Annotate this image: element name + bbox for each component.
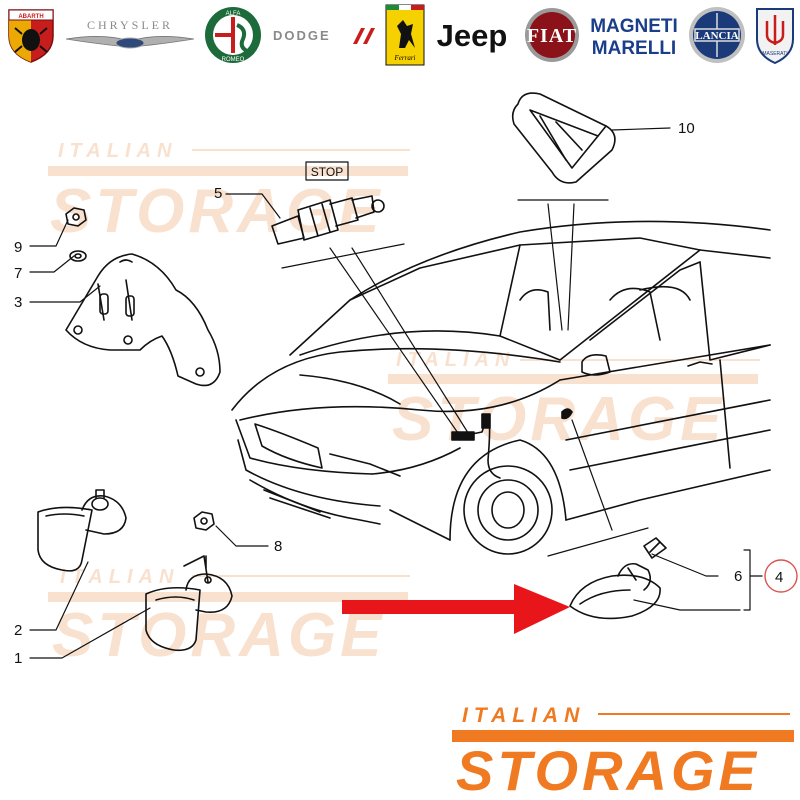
callout-5: 5: [214, 185, 222, 202]
jeep-text: Jeep: [437, 18, 508, 53]
maserati-logo: MASERATI: [752, 6, 798, 65]
part-1-horn: [145, 555, 233, 652]
callout-4: 4: [775, 569, 783, 586]
callout-1: 1: [14, 650, 22, 667]
part-9-nut: [65, 207, 87, 227]
stop-label: STOP: [311, 165, 343, 179]
fiat-logo: FIAT: [522, 6, 582, 64]
ferrari-text: Ferrari: [394, 54, 416, 62]
watermark-small-text: ITALIAN: [58, 140, 177, 162]
watermark-small-text: ITALIAN: [396, 349, 515, 371]
callout-3: 3: [14, 294, 22, 311]
fiat-text: FIAT: [527, 25, 577, 47]
part-5-stop-switch: [271, 195, 385, 245]
callout-7: 7: [14, 265, 22, 282]
part-3-bracket: [65, 253, 221, 387]
alfa-text: ALFA: [226, 11, 241, 17]
footer-logo: ITALIAN STORAGE: [452, 704, 794, 800]
marelli-text: MARELLI: [592, 38, 676, 59]
brand-logo-strip: ABARTH CHRYSLER ALFA ROMEO DODGE: [0, 0, 800, 70]
abarth-logo: ABARTH: [2, 6, 60, 64]
abarth-text: ABARTH: [18, 14, 43, 20]
jeep-logo: Jeep: [428, 6, 516, 64]
watermark-top-left: ITALIAN STORAGE: [48, 140, 410, 246]
callout-10: 10: [678, 120, 695, 137]
magneti-text: MAGNETI: [590, 16, 678, 37]
magneti-marelli-logo: MAGNETI MARELLI: [588, 6, 680, 64]
leader-lines: [29, 127, 763, 659]
callout-2: 2: [14, 622, 22, 639]
part-4-side-repeater: [569, 562, 661, 620]
callout-9: 9: [14, 239, 22, 256]
lancia-text: LANCIA: [695, 30, 738, 42]
lancia-logo: LANCIA: [684, 6, 750, 64]
watermark-large-text: STORAGE: [392, 385, 725, 454]
chrysler-text: CHRYSLER: [86, 18, 172, 32]
maserati-text: MASERATI: [762, 51, 787, 57]
ferrari-logo: Ferrari: [383, 4, 427, 66]
dodge-logo: DODGE: [268, 6, 378, 64]
stop-label-box: [305, 161, 349, 181]
chrysler-logo: CHRYSLER: [62, 6, 197, 64]
dodge-text: DODGE: [273, 28, 331, 43]
part-10-cover: [511, 92, 616, 184]
watermark-large-text: STORAGE: [52, 601, 385, 670]
romeo-text: ROMEO: [222, 57, 245, 63]
callout-6: 6: [734, 568, 742, 585]
car-illustration: [231, 220, 771, 555]
part-7-washer: [69, 250, 87, 262]
part-8-nut: [193, 511, 215, 531]
footer-logo-large-text: STORAGE: [456, 739, 760, 800]
watermark-small-text: ITALIAN: [60, 566, 179, 588]
callout-8: 8: [274, 538, 282, 555]
part-6-bulb: [643, 537, 667, 559]
watermark-bottom-left: ITALIAN STORAGE: [48, 566, 410, 670]
red-arrow: [342, 584, 570, 634]
footer-logo-small-text: ITALIAN: [462, 704, 585, 727]
alfa-romeo-logo: ALFA ROMEO: [200, 6, 266, 64]
part-2-horn: [37, 489, 127, 572]
callout-4-circle: [764, 559, 798, 593]
